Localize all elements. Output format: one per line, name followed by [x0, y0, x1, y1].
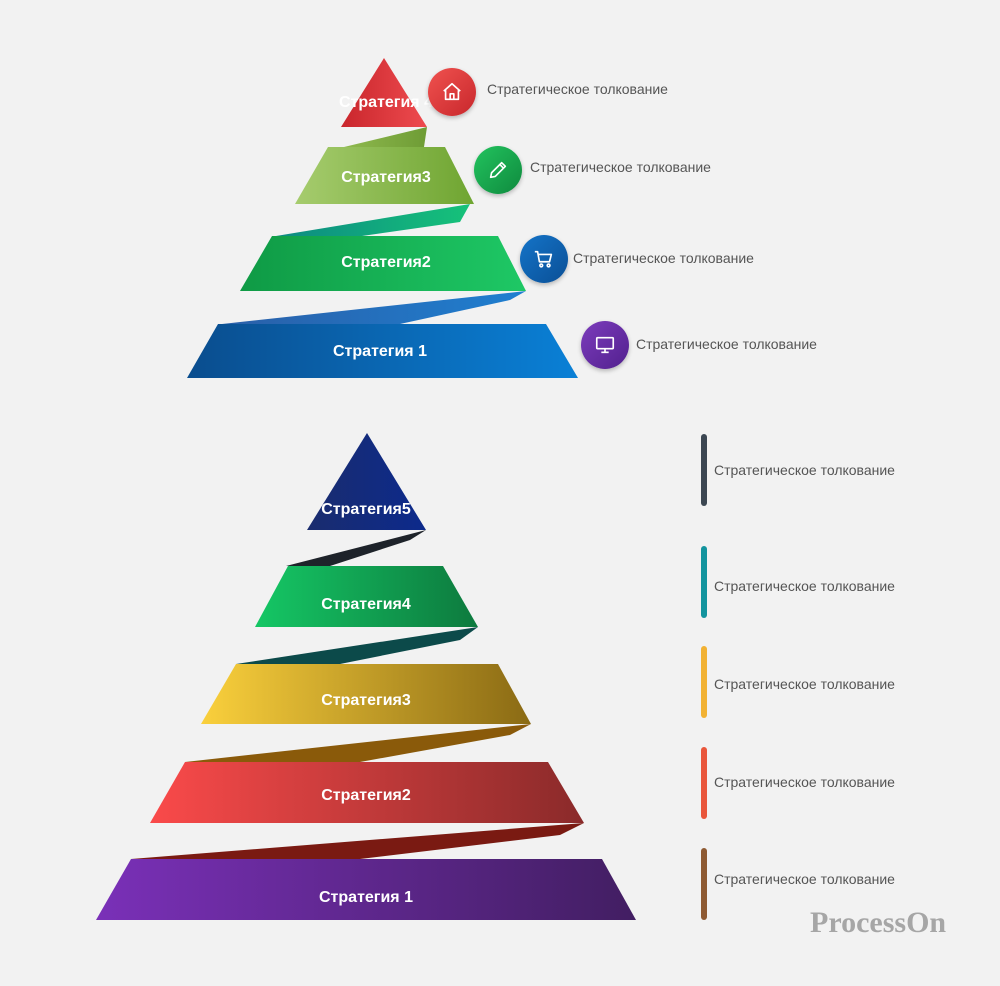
- pyramid-level-2: [240, 236, 526, 291]
- color-bar: [701, 848, 707, 920]
- house-badge: [428, 68, 476, 116]
- level-label: Стратегия4: [321, 596, 411, 613]
- level-label: Стратегия2: [321, 787, 411, 804]
- level-note: Стратегическое толкование: [714, 774, 895, 790]
- pencil-icon: [489, 161, 507, 179]
- level-note: Стратегическое толкование: [714, 871, 895, 887]
- pencil-badge: [474, 146, 522, 194]
- house-icon: [443, 82, 461, 101]
- connector-shape: [222, 291, 526, 324]
- level-note: Стратегическое толкование: [714, 578, 895, 594]
- watermark: ProcessOn: [810, 906, 947, 939]
- pyramid-level-4: [341, 58, 427, 127]
- connector-shape: [344, 127, 427, 147]
- pyramid-level-3: [201, 664, 531, 724]
- color-bar: [701, 434, 707, 506]
- level-label: Стратегия3: [321, 692, 411, 709]
- pyramid-level-4: [255, 566, 478, 627]
- level-label: Стратегия 4: [339, 94, 433, 111]
- pyramid-level-2: [150, 762, 584, 823]
- monitor-icon: [595, 336, 615, 354]
- color-bar: [701, 747, 707, 819]
- level-label: Стратегия3: [341, 169, 431, 186]
- pyramid-level-3: [295, 147, 474, 204]
- connector-shape: [131, 823, 584, 859]
- level-label: Стратегия 1: [319, 889, 413, 906]
- level-label: Стратегия2: [341, 254, 431, 271]
- color-bar: [701, 546, 707, 618]
- connector-shape: [276, 204, 470, 236]
- pyramid-level-1: [187, 324, 578, 378]
- level-note: Стратегическое толкование: [573, 250, 754, 266]
- level-label: Стратегия 1: [333, 343, 427, 360]
- cart-badge: [520, 235, 568, 283]
- monitor-badge: [581, 321, 629, 369]
- level-note: Стратегическое толкование: [530, 159, 711, 175]
- connector-shape: [236, 627, 478, 664]
- connector-shape: [286, 530, 426, 566]
- level-note: Стратегическое толкование: [636, 336, 817, 352]
- level-note: Стратегическое толкование: [487, 81, 668, 97]
- connector-shape: [185, 724, 531, 762]
- level-note: Стратегическое толкование: [714, 462, 895, 478]
- cart-icon: [534, 250, 553, 268]
- color-bar: [701, 646, 707, 718]
- pyramid-level-5: [307, 433, 426, 530]
- level-note: Стратегическое толкование: [714, 676, 895, 692]
- pyramid-level-1: [96, 859, 636, 920]
- level-label: Стратегия5: [321, 501, 411, 518]
